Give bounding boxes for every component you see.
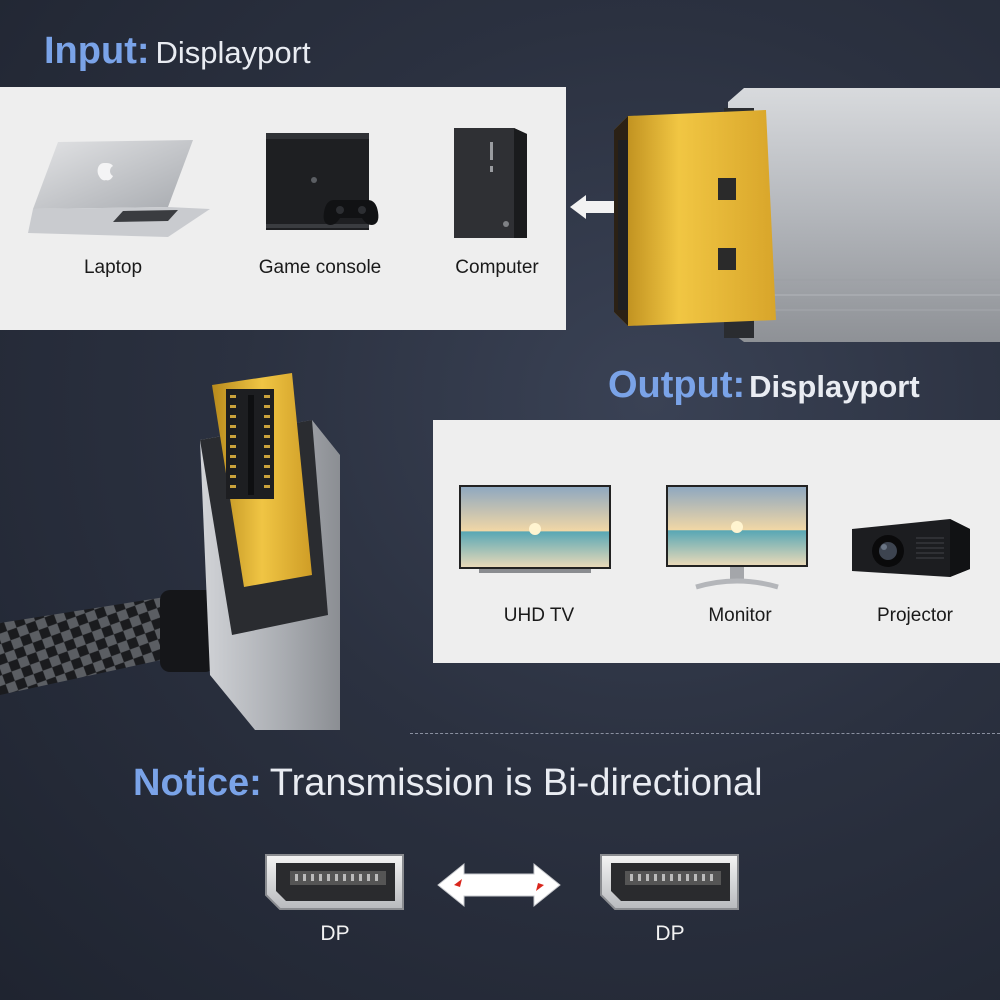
output-value: Displayport bbox=[749, 369, 920, 404]
output-heading: Output:Displayport bbox=[608, 364, 920, 407]
dp-label-right: DP bbox=[655, 922, 685, 945]
output-device-panel: UHD TV Monitor Projector bbox=[433, 420, 1000, 663]
projector-icon bbox=[852, 519, 970, 577]
dp-port-icon bbox=[265, 854, 404, 910]
laptop-icon bbox=[28, 140, 210, 237]
notice-label: Notice: bbox=[133, 762, 262, 804]
device-label-projector: Projector bbox=[876, 605, 954, 626]
input-label: Input: bbox=[44, 30, 150, 72]
monitor-icon bbox=[666, 485, 808, 590]
device-label-uhd-tv: UHD TV bbox=[503, 605, 575, 626]
input-heading: Input:Displayport bbox=[44, 30, 311, 73]
dashed-separator bbox=[410, 733, 1000, 734]
notice-text: Transmission is Bi-directional bbox=[269, 762, 763, 804]
device-label-monitor: Monitor bbox=[708, 605, 772, 626]
uhd-tv-icon bbox=[459, 485, 611, 573]
notice-heading: Notice:Transmission is Bi-directional bbox=[133, 762, 763, 805]
bidirectional-arrow-icon bbox=[437, 862, 561, 908]
computer-tower-icon bbox=[454, 128, 527, 238]
device-label-laptop: Laptop bbox=[83, 257, 143, 278]
dp-connector-top bbox=[614, 88, 1000, 342]
input-value: Displayport bbox=[155, 35, 311, 70]
input-device-panel: Laptop Game console Computer bbox=[0, 87, 566, 330]
dp-port-icon bbox=[600, 854, 739, 910]
device-label-game-console: Game console bbox=[258, 257, 382, 278]
dp-label-left: DP bbox=[320, 922, 350, 945]
device-label-computer: Computer bbox=[455, 257, 539, 278]
game-console-icon bbox=[266, 133, 379, 230]
right-angle-dp-cable bbox=[0, 373, 340, 730]
output-label: Output: bbox=[608, 364, 746, 406]
left-arrow-icon bbox=[570, 195, 614, 219]
